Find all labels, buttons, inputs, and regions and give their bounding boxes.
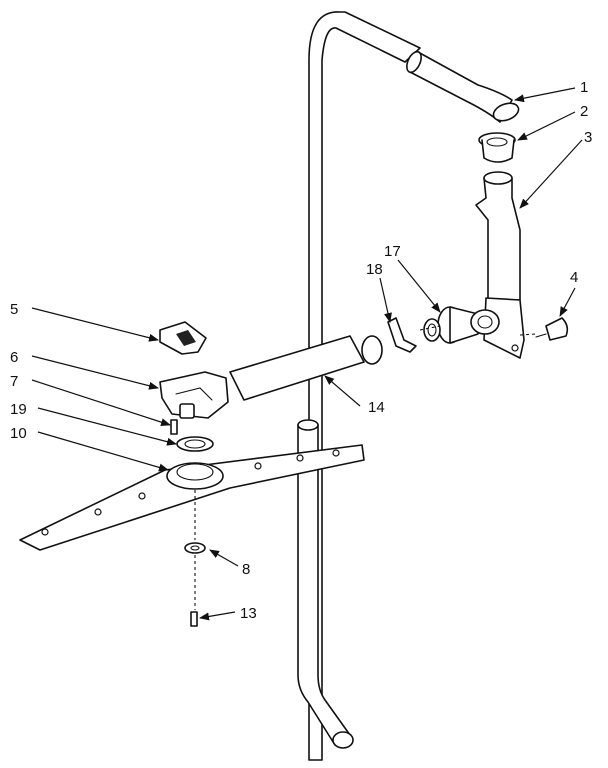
- part-19-ring: [176, 436, 214, 452]
- callout-7: 7: [10, 373, 18, 390]
- part-1-elbow: [406, 50, 520, 123]
- part-4-cap: [535, 317, 569, 341]
- callout-2: 2: [580, 103, 588, 120]
- part-13-screw: [190, 611, 198, 627]
- callout-4: 4: [570, 269, 578, 286]
- callout-14: 14: [368, 399, 385, 416]
- part-5-clip: [159, 321, 207, 355]
- part-18-clip: [387, 317, 417, 353]
- callout-18: 18: [366, 261, 383, 278]
- callout-17: 17: [384, 243, 401, 260]
- part-2-seal: [478, 132, 516, 163]
- part-17-cone-seal: [437, 306, 500, 344]
- supply-tube-upper: [308, 11, 421, 761]
- assembly-lines: [194, 325, 537, 610]
- callout-8: 8: [242, 561, 250, 578]
- part-8-washer: [184, 542, 206, 554]
- callout-1: 1: [580, 79, 588, 96]
- part-14-tube: [229, 318, 441, 401]
- callout-6: 6: [10, 349, 18, 366]
- part-6-bracket: [159, 371, 229, 419]
- callout-13: 13: [240, 605, 257, 622]
- lower-supply-tube: [297, 419, 354, 749]
- callout-10: 10: [10, 425, 27, 442]
- leader-lines: [31, 87, 583, 621]
- callout-19: 19: [10, 401, 27, 418]
- callout-5: 5: [10, 301, 18, 318]
- part-7-screw: [170, 419, 178, 435]
- callout-3: 3: [584, 129, 592, 146]
